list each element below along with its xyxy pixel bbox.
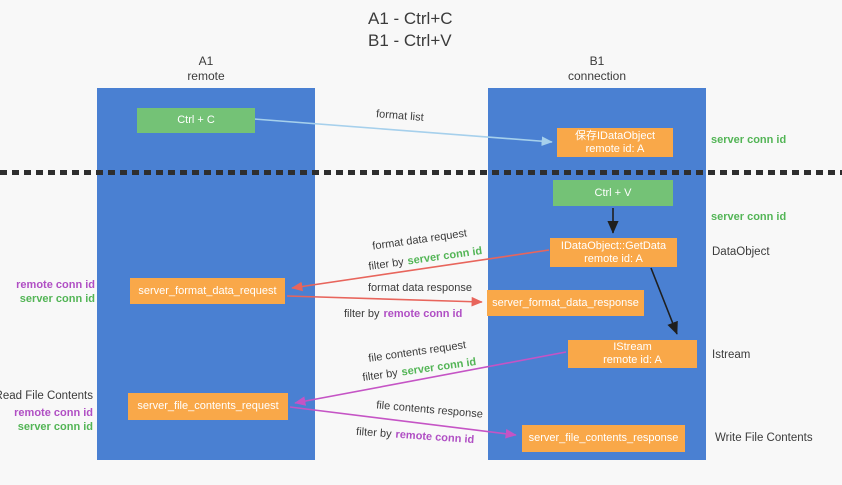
column-a1-name: A1 xyxy=(198,54,214,68)
column-header-b1: B1 connection xyxy=(488,54,706,84)
node-idataobject-getdata-line2: remote id: A xyxy=(584,252,643,265)
node-istream-line2: remote id: A xyxy=(603,354,662,366)
anno-server-conn-id: server conn id xyxy=(17,421,93,433)
node-istream: IStream remote id: A xyxy=(568,340,697,368)
title-line-2: B1 - Ctrl+V xyxy=(368,31,452,50)
filter-value-server-conn-id: server conn id xyxy=(406,245,483,268)
node-ctrl-v: Ctrl + V xyxy=(553,180,673,206)
node-idataobject-getdata: IDataObject::GetData remote id: A xyxy=(550,238,677,267)
anno-remote-conn-id: remote conn id xyxy=(16,279,95,291)
anno-read-file-contents: Read File Contents xyxy=(0,390,93,402)
anno-file-conn-ids: remote conn id server conn id xyxy=(14,406,93,434)
anno-dataobject: DataObject xyxy=(712,246,770,258)
column-b1-name: B1 xyxy=(589,54,605,68)
node-server-format-data-request: server_format_data_request xyxy=(130,278,285,304)
flow-label-file-contents-response: file contents response xyxy=(375,399,484,421)
anno-istream: Istream xyxy=(712,349,751,361)
flow-label-format-data-response: format data response xyxy=(368,282,472,294)
column-a1-subtitle: remote xyxy=(187,69,225,83)
arrow-format-data-response xyxy=(286,295,483,307)
flow-label-format-list: format list xyxy=(375,108,425,124)
anno-server-conn-id-top: server conn id xyxy=(711,134,787,146)
node-save-idataobject-line1: 保存IDataObject xyxy=(574,129,656,142)
node-server-format-data-response: server_format_data_response xyxy=(487,290,644,316)
filter-prefix: filter by xyxy=(355,425,392,441)
anno-server-conn-id-mid: server conn id xyxy=(711,211,787,223)
anno-remote-conn-id: remote conn id xyxy=(14,407,93,419)
column-header-a1: A1 remote xyxy=(97,54,315,84)
anno-server-conn-id: server conn id xyxy=(19,293,95,305)
node-istream-line1: IStream xyxy=(613,341,652,353)
node-ctrl-c: Ctrl + C xyxy=(137,108,255,133)
node-save-idataobject: 保存IDataObject remote id: A xyxy=(557,128,673,157)
node-server-file-contents-response: server_file_contents_response xyxy=(522,425,685,452)
node-save-idataobject-line2: remote id: A xyxy=(585,142,645,155)
copy-paste-divider-line xyxy=(0,170,842,175)
filter-prefix: filter by xyxy=(367,256,405,273)
filter-prefix: filter by xyxy=(344,308,380,320)
anno-format-conn-ids: remote conn id server conn id xyxy=(16,278,95,306)
diagram-title: A1 - Ctrl+C B1 - Ctrl+V xyxy=(368,8,453,52)
title-line-1: A1 - Ctrl+C xyxy=(368,9,453,28)
filter-prefix: filter by xyxy=(361,367,399,384)
node-server-file-contents-request: server_file_contents_request xyxy=(128,393,288,420)
column-b1-subtitle: connection xyxy=(567,69,627,83)
node-idataobject-getdata-line1: IDataObject::GetData xyxy=(560,239,667,252)
filter-value-remote-conn-id: remote conn id xyxy=(383,308,463,320)
filter-value-server-conn-id: server conn id xyxy=(400,356,477,379)
filter-value-remote-conn-id: remote conn id xyxy=(395,428,475,447)
anno-write-file-contents: Write File Contents xyxy=(715,432,813,444)
